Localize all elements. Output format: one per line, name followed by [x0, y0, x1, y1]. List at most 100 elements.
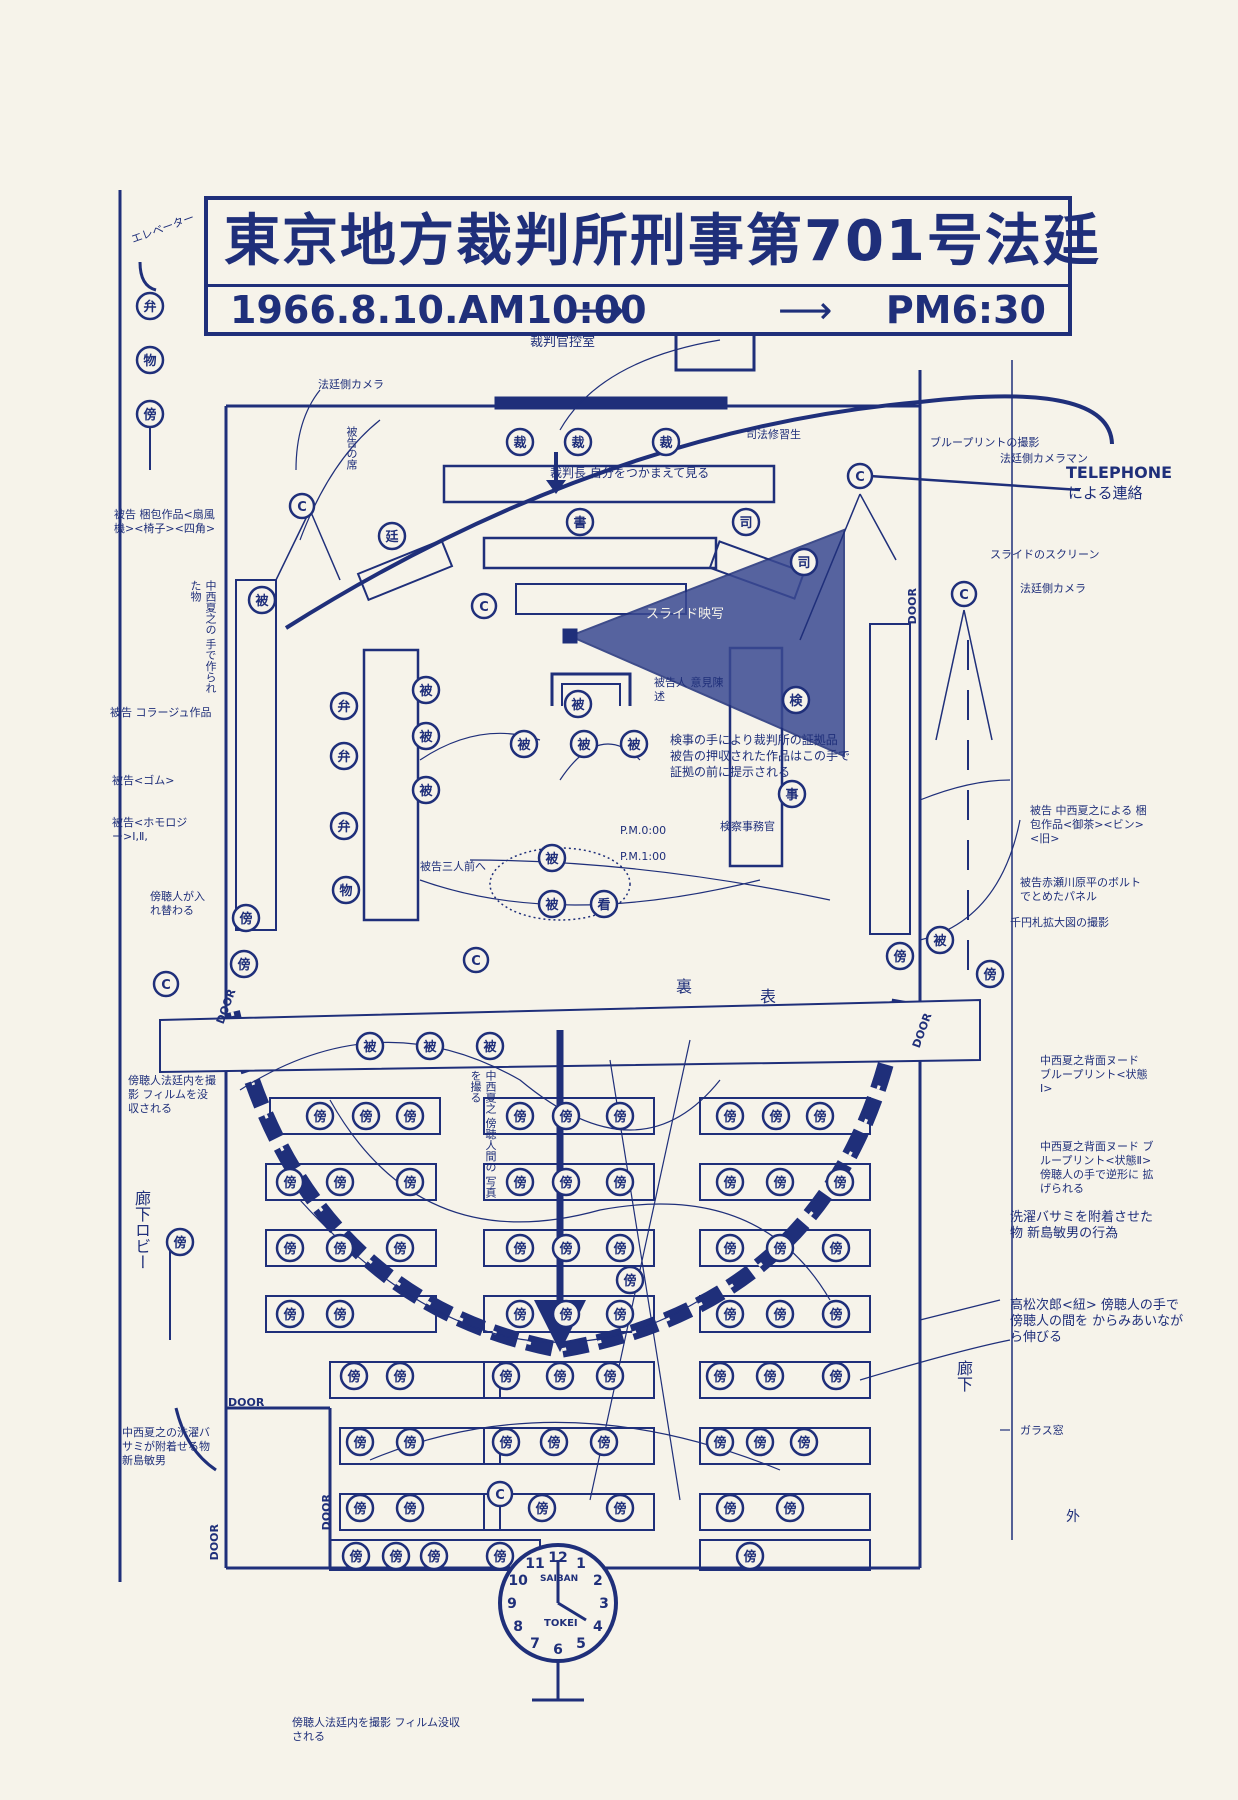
seat-label: 書 [573, 515, 586, 531]
seat-label: 傍 [603, 1369, 616, 1385]
clock-number: 9 [507, 1596, 517, 1612]
seat-label: 傍 [283, 1175, 296, 1191]
seat-gallery: 傍 [605, 1167, 635, 1197]
poster-title: 東京地方裁判所刑事第701号法廷 [224, 209, 1101, 274]
seat-prosecutor-seat: 事 [777, 779, 807, 809]
seat-label: 傍 [723, 1109, 736, 1125]
seat-gallery: 傍 [275, 1167, 305, 1197]
seat-label: 傍 [769, 1109, 782, 1125]
seat-label: 被 [570, 697, 585, 713]
seat-gallery: 傍 [605, 1101, 635, 1131]
seat-defendant: 被 [355, 1031, 385, 1061]
seat-gallery: 傍 [715, 1299, 745, 1329]
seat-label: 傍 [559, 1241, 572, 1257]
clock-number: 4 [593, 1619, 603, 1635]
seat-gallery: 傍 [821, 1361, 851, 1391]
door-gallery-lower: DOOR [320, 1494, 333, 1531]
seat-camera: C [152, 970, 180, 998]
seat-label: 弁 [143, 299, 156, 315]
nude-blueprint-arc [224, 998, 908, 1359]
seat-label: 司 [797, 556, 810, 571]
seat-label: 傍 [547, 1435, 560, 1451]
evidence-note: 検事の手により裁判所の証拠品 被告の押収された作品はこの手で証拠の前に提示される [670, 733, 851, 779]
seat-gallery: 傍 [545, 1361, 575, 1391]
seat-label: 傍 [613, 1501, 626, 1517]
seat-label: 傍 [347, 1369, 360, 1385]
door-right-top: DOOR [906, 588, 919, 625]
seat-gallery: 傍 [789, 1427, 819, 1457]
seat-gallery: 傍 [551, 1299, 581, 1329]
seat-defendant: 被 [925, 925, 955, 955]
seat-label: C [161, 978, 171, 993]
seat-gallery: 傍 [765, 1299, 795, 1329]
seat-gallery: 傍 [765, 1233, 795, 1263]
seat-gallery: 傍 [527, 1493, 557, 1523]
seat-label: 弁 [337, 819, 350, 835]
seat-label: C [297, 500, 307, 515]
seat-gallery: 傍 [715, 1101, 745, 1131]
seat-camera: C [462, 946, 490, 974]
seat-gallery: 傍 [231, 903, 261, 933]
seat-label: 裁 [659, 435, 672, 451]
seat-label: C [471, 954, 481, 969]
seat-label: 傍 [983, 967, 996, 983]
seat-gallery: 傍 [339, 1361, 369, 1391]
seat-witness: 看 [589, 889, 619, 919]
clock-number: 12 [548, 1550, 567, 1566]
gallery-pass-note: 傍聴人が入れ替わる [150, 890, 205, 917]
seat-gallery: 傍 [229, 949, 259, 979]
front-side-label: 表 [760, 987, 777, 1006]
seat-label: 傍 [393, 1369, 406, 1385]
seat-gallery: 傍 [775, 1493, 805, 1523]
seat-judge: 裁 [505, 427, 535, 457]
seat-defendant: 被 [563, 689, 593, 719]
seat-gallery: 傍 [825, 1167, 855, 1197]
seat-label: 傍 [333, 1307, 346, 1323]
seat-label: 傍 [349, 1549, 362, 1565]
seat-label: 被 [362, 1039, 377, 1055]
seat-label: 傍 [513, 1241, 526, 1257]
seat-gallery: 傍 [885, 941, 915, 971]
seat-label: C [855, 470, 865, 485]
seat-label: 傍 [773, 1241, 786, 1257]
clock-number: 6 [553, 1642, 563, 1658]
seat-label: 傍 [353, 1501, 366, 1517]
chief-judge-note: 裁判長 自分をつかまえて見る [550, 466, 710, 480]
glass-window-label: ガラス窓 [1020, 1424, 1064, 1437]
seat-label: 傍 [713, 1435, 726, 1451]
seat-gallery: 傍 [745, 1427, 775, 1457]
seat-label: 被 [422, 1039, 437, 1055]
seat-camera: C [846, 462, 874, 490]
seat-gallery: 傍 [821, 1233, 851, 1263]
clock-number: 2 [593, 1573, 603, 1589]
seat-label: 傍 [829, 1307, 842, 1323]
gallery-note-left: 中西夏之 傍聴人間の 写真を撮る [469, 1070, 497, 1198]
seat-markers: 裁裁裁書司司廷CCCCCCC被被被被被被被被被被被被被被弁弁弁弁物物検事看傍傍傍… [135, 291, 1005, 1571]
seat-gallery: 傍 [715, 1233, 745, 1263]
seat-label: 被 [932, 933, 947, 949]
seat-gallery: 傍 [715, 1493, 745, 1523]
seat-label: 弁 [337, 749, 350, 765]
seat-gallery: 傍 [165, 1227, 195, 1257]
seat-label: C [479, 600, 489, 615]
seat-gallery: 傍 [715, 1167, 745, 1197]
clock-number: 7 [530, 1636, 540, 1652]
seat-gallery: 傍 [705, 1427, 735, 1457]
seat-lawyer: 弁 [329, 691, 359, 721]
takamatsu-label: 高松次郎<紐> 傍聴人の手で傍聴人の間を からみあいながら伸びる [1010, 1298, 1184, 1345]
seat-label: 傍 [389, 1549, 402, 1565]
seat-gallery: 傍 [551, 1233, 581, 1263]
seat-label: 傍 [613, 1307, 626, 1323]
seat-label: 傍 [499, 1435, 512, 1451]
seat-label: 物 [339, 883, 352, 899]
seat-gallery: 傍 [605, 1233, 635, 1263]
bolt-panel-label: 被告赤瀬川原平のボルトでとめたパネル [1020, 876, 1141, 903]
seat-defendant: 被 [569, 729, 599, 759]
seat-object: 物 [135, 345, 165, 375]
seat-gallery: 傍 [385, 1361, 415, 1391]
seat-label: 裁 [513, 435, 526, 451]
film-left-label: 傍聴人法廷内を撮影 フィルムを没収される [128, 1074, 216, 1115]
seat-label: 傍 [783, 1501, 796, 1517]
seat-label: 傍 [723, 1175, 736, 1191]
